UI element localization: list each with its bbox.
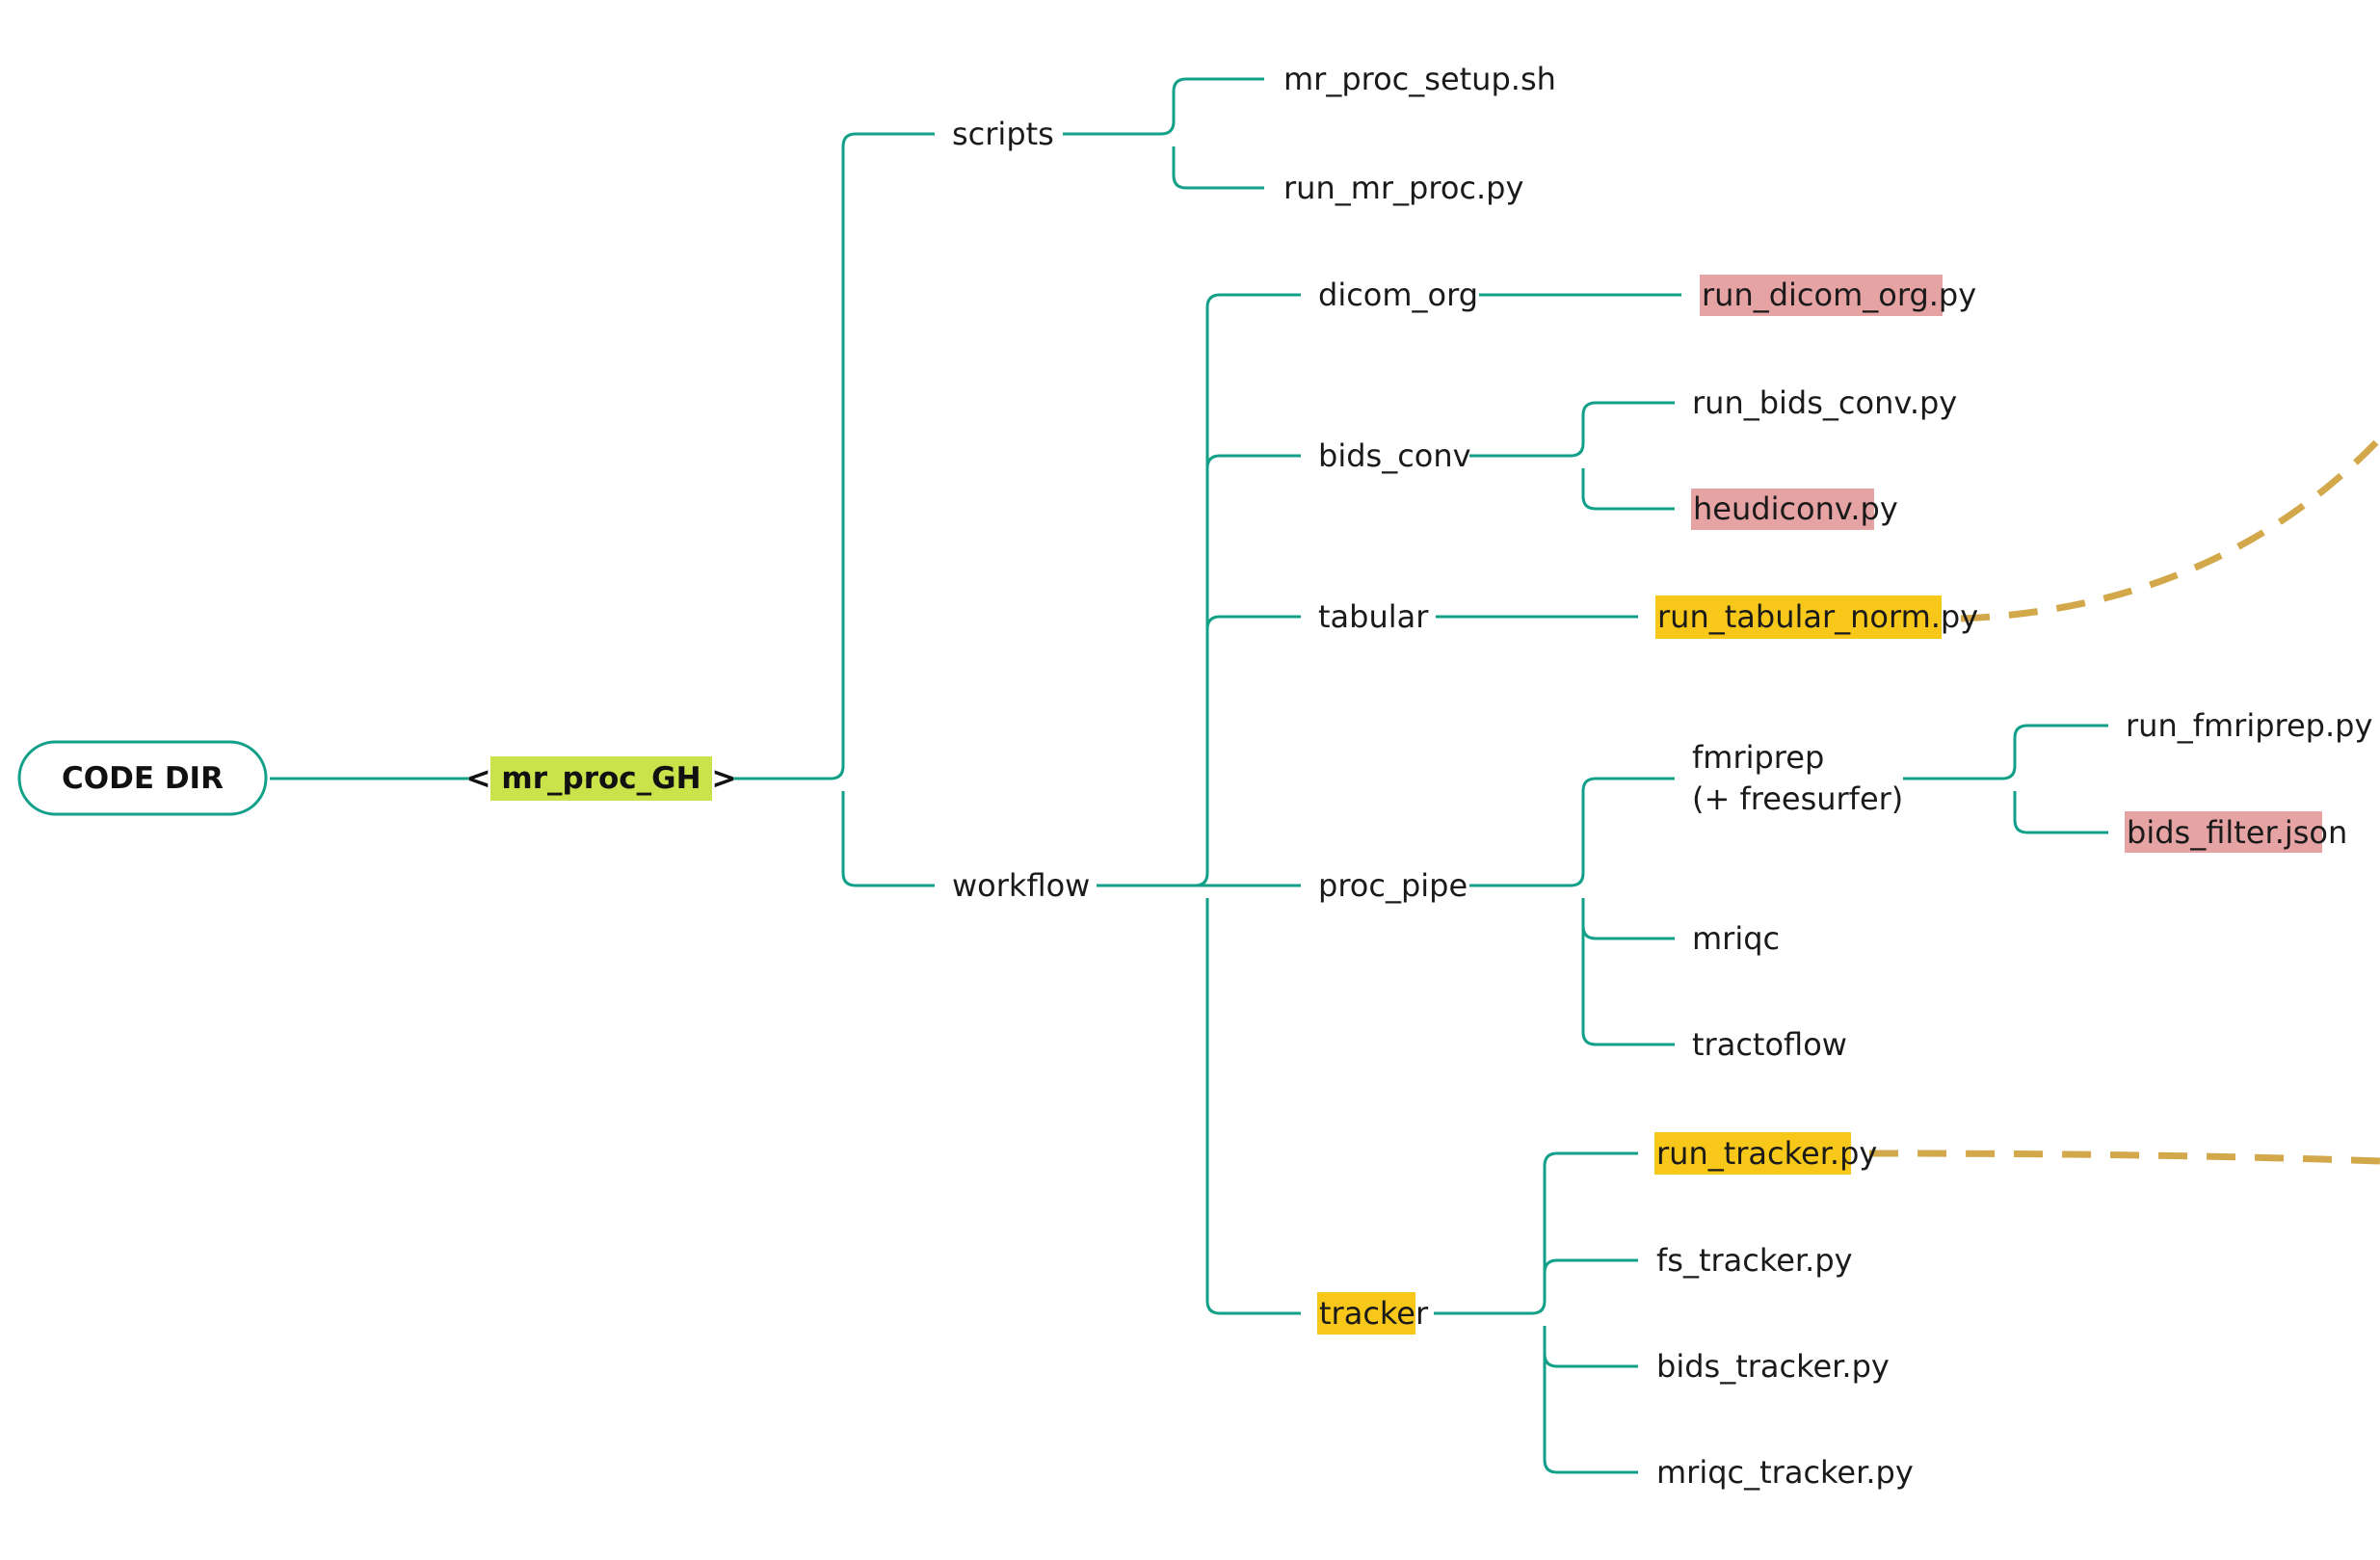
workflow-folder-label: workflow bbox=[952, 867, 1090, 904]
file-bids-filter: bids_filter.json bbox=[2127, 814, 2347, 851]
heudiconv-highlight bbox=[1691, 489, 1874, 530]
file-mr-proc-setup: mr_proc_setup.sh bbox=[1283, 61, 1556, 97]
file-run-dicom-org: run_dicom_org.py bbox=[1702, 277, 1976, 313]
bids-conv-folder-label: bids_conv bbox=[1318, 437, 1471, 474]
file-bids-tracker: bids_tracker.py bbox=[1656, 1348, 1890, 1385]
file-run-fmriprep: run_fmriprep.py bbox=[2126, 707, 2372, 744]
proc-pipe-folder-label: proc_pipe bbox=[1318, 867, 1468, 904]
scripts-folder-label: scripts bbox=[952, 116, 1054, 152]
file-heudiconv: heudiconv.py bbox=[1693, 490, 1898, 527]
tracker-highlight bbox=[1317, 1292, 1415, 1335]
run-tracker-highlight bbox=[1654, 1132, 1851, 1175]
dashed-link-tabular bbox=[1960, 436, 2380, 622]
run-tabular-norm-highlight bbox=[1655, 595, 1942, 639]
file-run-mr-proc: run_mr_proc.py bbox=[1283, 170, 1523, 206]
run-dicom-org-highlight bbox=[1700, 275, 1943, 316]
file-run-bids-conv: run_bids_conv.py bbox=[1692, 384, 1957, 421]
tracker-folder-label: tracker bbox=[1319, 1295, 1429, 1332]
root-label: CODE DIR bbox=[62, 761, 224, 796]
root-node: CODE DIR bbox=[17, 740, 268, 816]
fmriprep-folder-label: fmriprep bbox=[1692, 739, 1824, 776]
tree-connectors bbox=[270, 77, 2108, 1474]
dicom-org-folder-label: dicom_org bbox=[1318, 277, 1478, 313]
fmriprep-folder-sublabel: (+ freesurfer) bbox=[1692, 780, 1903, 817]
repo-highlight bbox=[490, 756, 712, 801]
tabular-folder-label: tabular bbox=[1318, 598, 1429, 635]
tractoflow-folder-label: tractoflow bbox=[1692, 1026, 1847, 1063]
file-mriqc-tracker: mriqc_tracker.py bbox=[1656, 1454, 1914, 1491]
bids-filter-highlight bbox=[2125, 811, 2322, 853]
file-run-tabular-norm: run_tabular_norm.py bbox=[1657, 598, 1978, 635]
repo-label: < mr_proc_GH > bbox=[466, 761, 737, 796]
dashed-link-tracker bbox=[1868, 1150, 2380, 1165]
file-run-tracker: run_tracker.py bbox=[1656, 1135, 1877, 1172]
file-fs-tracker: fs_tracker.py bbox=[1656, 1242, 1853, 1279]
repo-node: < mr_proc_GH > bbox=[466, 756, 737, 801]
mriqc-folder-label: mriqc bbox=[1692, 920, 1780, 957]
